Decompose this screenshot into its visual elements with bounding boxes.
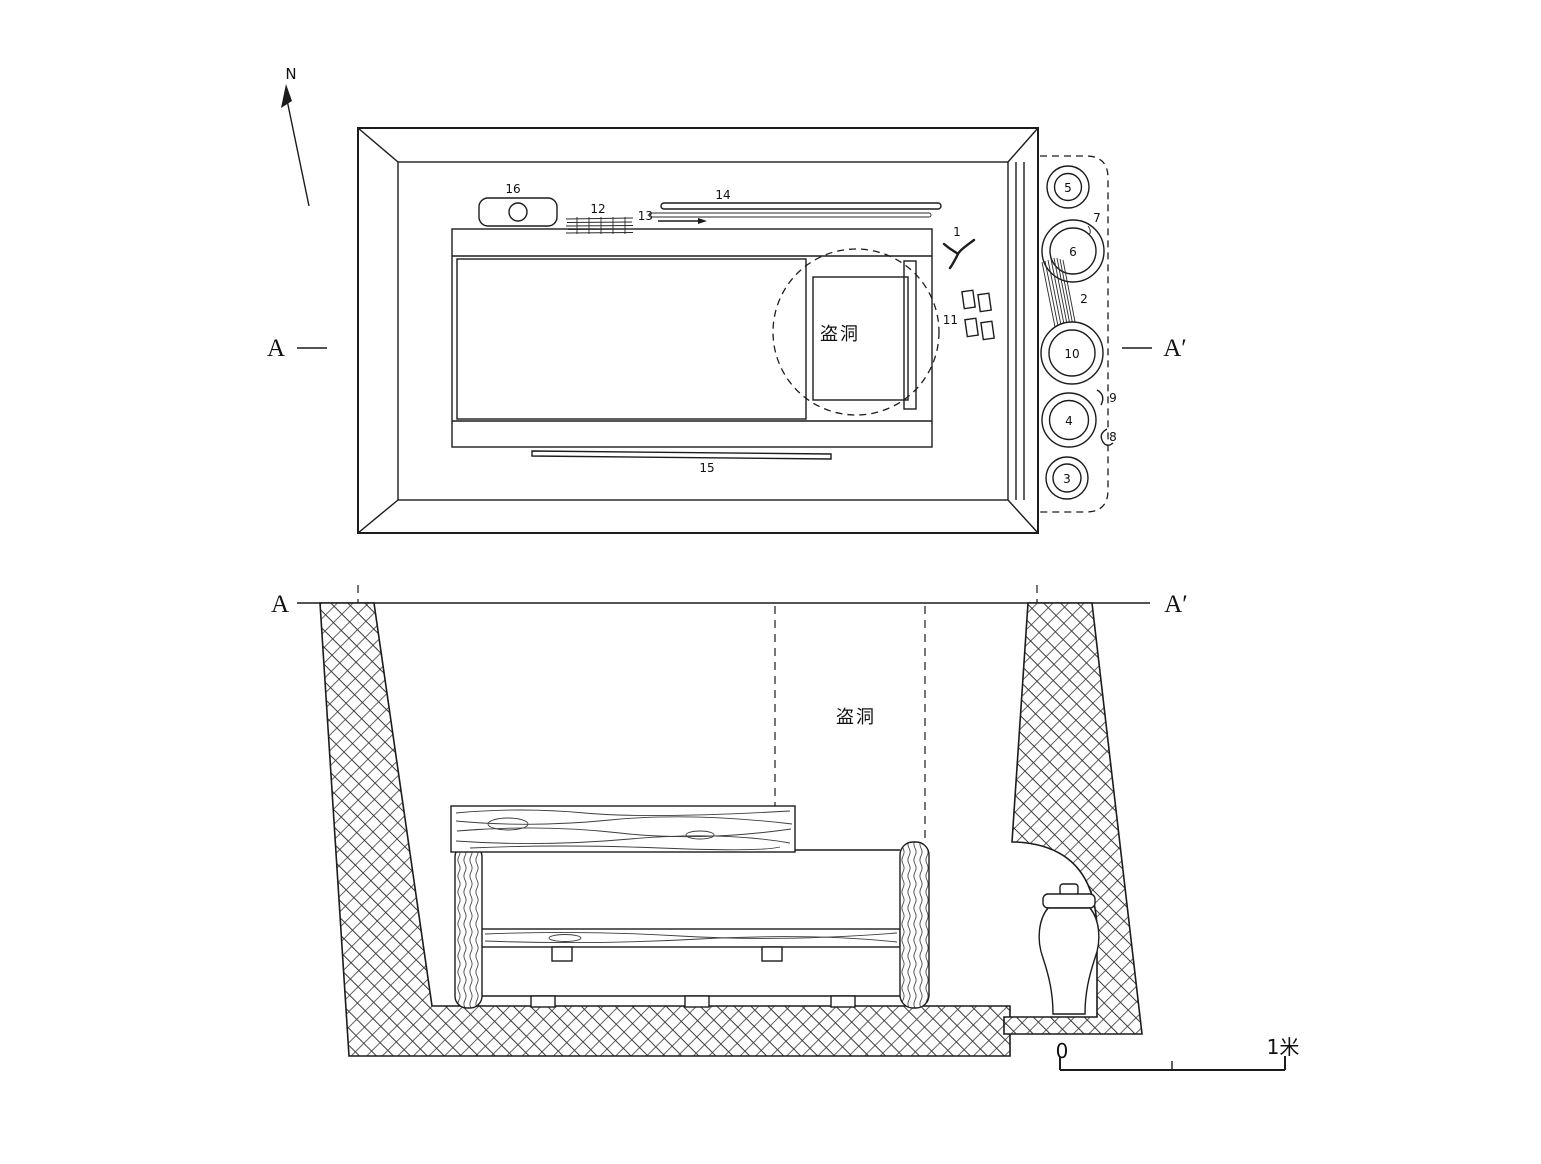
artifact-14-label: 14 xyxy=(715,188,730,202)
vessel-body xyxy=(1038,907,1100,1015)
scale-bar: 0 1米 xyxy=(1056,1035,1300,1071)
coffin-end-board-plan xyxy=(903,260,917,410)
pit-right-wall-with-niche xyxy=(1003,602,1143,1035)
artifact-8-mark xyxy=(1100,428,1114,446)
pit-corner-bevel-tl xyxy=(357,127,399,163)
plan-pit-frame xyxy=(357,127,1039,534)
pit-corner-bevel-tr xyxy=(1007,127,1039,163)
section-end-label: A′ xyxy=(1164,591,1188,618)
section-labels: A A′ xyxy=(271,585,1188,618)
niche-vessel-6-number: 6 xyxy=(1069,245,1077,259)
artifact-13-tip xyxy=(698,218,707,224)
niche-outline xyxy=(1040,155,1109,513)
coffin-lid-plan xyxy=(456,258,807,420)
coffin-foot-1 xyxy=(530,995,556,1008)
pit-left-wall-and-floor xyxy=(319,602,1011,1057)
coffin-foot-2 xyxy=(684,995,710,1008)
artifact-9-mark xyxy=(1096,389,1104,406)
artifact-2-label: 2 xyxy=(1080,292,1088,306)
pit-section xyxy=(319,602,1143,1057)
scale-meter-label: 1米 xyxy=(1267,1035,1300,1059)
artifact-8-label: 8 xyxy=(1109,430,1117,444)
floor-support-block-2 xyxy=(761,946,783,962)
artifact-13-label: 13 xyxy=(638,209,653,223)
robber-hole-plan: 盗洞 xyxy=(772,248,940,416)
pit-inner-outline xyxy=(397,161,1009,501)
plan-view: N A A′ xyxy=(267,65,1187,534)
robber-hole-plan-label: 盗洞 xyxy=(820,324,860,345)
artifact-1-label: 1 xyxy=(953,225,961,239)
floor-support-block-1 xyxy=(551,946,573,962)
coffin-top-plank xyxy=(450,805,796,853)
artifact-11-label: 11 xyxy=(943,313,958,327)
niche-vessel-5-number: 5 xyxy=(1064,181,1072,195)
coffin-end-board-right xyxy=(899,841,930,1009)
coffin-foot-3 xyxy=(830,995,856,1008)
artifact-15-staff xyxy=(531,450,832,460)
north-arrow-head xyxy=(281,84,292,108)
artifact-16-box xyxy=(478,197,558,227)
artifact-16-knob xyxy=(508,202,528,222)
artifact-7-mark xyxy=(1087,225,1091,236)
robber-hole-section: 盗洞 xyxy=(774,606,926,843)
plan-section-markers: A A′ xyxy=(267,335,1187,362)
niche-vessel-3-number: 3 xyxy=(1063,472,1071,486)
artifact-15-label: 15 xyxy=(699,461,714,475)
coffin-floor-plank xyxy=(479,928,901,948)
artifact-11-plaques xyxy=(961,289,995,341)
niche-vessel-4: 4 xyxy=(1041,392,1097,448)
pit-corner-bevel-bl xyxy=(357,499,399,534)
section-view: A A′ 盗洞 xyxy=(271,585,1300,1071)
artifact-12-slips xyxy=(565,217,634,234)
niche-plan: 5 6 10 xyxy=(1040,155,1117,513)
artifact-7-label: 7 xyxy=(1093,211,1101,225)
pit-corner-bevel-br xyxy=(1007,499,1039,534)
vessel-lid xyxy=(1042,893,1096,909)
burial-chamber-plan xyxy=(451,228,933,448)
artifacts-plan: 16 12 13 14 xyxy=(478,182,995,475)
artifact-14-rod-2 xyxy=(648,212,932,218)
niche-vessel-3: 3 xyxy=(1045,456,1089,500)
niche-vessel-6: 6 xyxy=(1041,219,1105,283)
robber-hole-circle xyxy=(772,248,940,416)
coffin-disturbed-board xyxy=(812,276,909,401)
chamber-outline xyxy=(451,228,933,448)
coffin-end-board-left xyxy=(454,844,483,1009)
artifact-16-label: 16 xyxy=(505,182,520,196)
plan-section-start-label: A xyxy=(267,335,285,362)
section-start-label: A xyxy=(271,591,289,618)
niche-vessel-5: 5 xyxy=(1046,165,1090,209)
niche-vessel-10: 10 xyxy=(1040,321,1104,385)
north-arrow: N xyxy=(281,65,310,207)
artifact-9-label: 9 xyxy=(1109,391,1117,405)
niche-section xyxy=(1038,883,1100,1015)
niche-vessel-4-number: 4 xyxy=(1065,414,1073,428)
north-arrow-shaft xyxy=(286,99,310,207)
robber-hole-section-label: 盗洞 xyxy=(836,707,876,728)
artifact-12-label: 12 xyxy=(590,202,605,216)
north-label: N xyxy=(285,65,296,83)
plan-section-end-label: A′ xyxy=(1163,335,1187,362)
niche-vessel-10-number: 10 xyxy=(1064,347,1079,361)
pit-outer-outline xyxy=(357,127,1039,534)
coffin-section xyxy=(450,805,930,1009)
scale-zero-label: 0 xyxy=(1056,1039,1069,1063)
artifact-2-bundle xyxy=(1041,257,1078,333)
artifact-1-shape xyxy=(942,238,976,270)
artifact-14-rod-1 xyxy=(660,202,942,210)
